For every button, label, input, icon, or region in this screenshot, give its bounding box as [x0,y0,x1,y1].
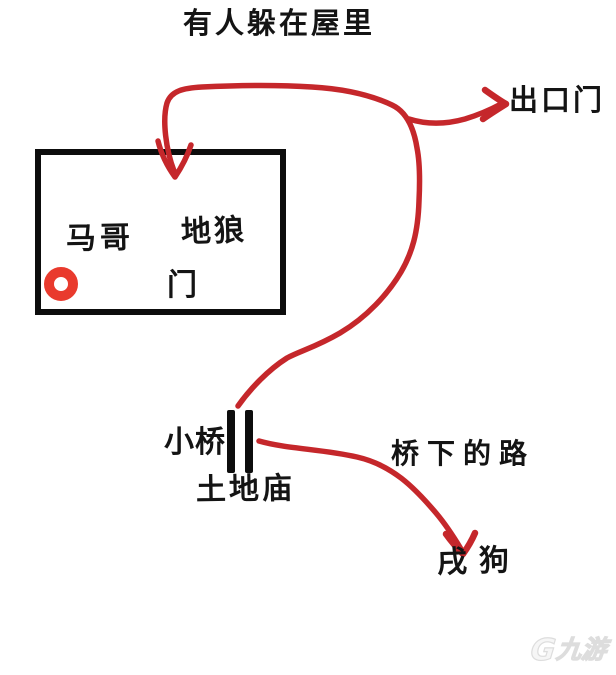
route-path-under-bridge [256,438,464,552]
dog-label: 戌狗 [436,542,522,581]
bridge-bar-left [227,410,235,473]
land-temple-label: 土地庙 [195,471,296,508]
road-under-bridge-label: 桥下的路 [391,437,536,470]
route-arrowhead-into-house [155,138,194,180]
house-occupant-label: 马哥 [65,220,135,257]
route-path-exit-branch [406,101,504,126]
page-title: 有人躲在屋里 [183,6,376,40]
watermark-text: 九游 [554,634,609,664]
route-path-main [162,82,423,409]
watermark-logo-icon: G [528,632,558,668]
route-arrowhead-exit-door [479,86,510,123]
bridge-bar-right [245,410,253,473]
house-door-label: 门 [167,268,199,303]
small-bridge-label: 小桥 [164,425,226,460]
house-enemy-label: 地狼 [180,212,248,251]
exit-door-label: 出口门 [509,83,606,117]
player-marker-circle [44,267,78,301]
route-arrowhead-dog [442,529,479,558]
site-watermark: G九游 [528,630,609,668]
